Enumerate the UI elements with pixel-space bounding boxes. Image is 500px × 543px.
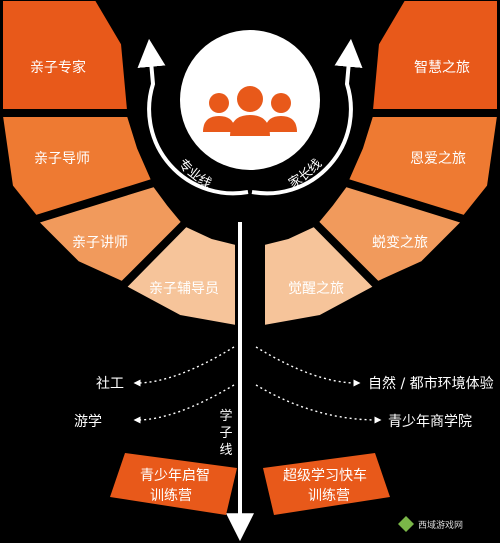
left-segment-2-shape [0, 115, 154, 218]
arc-arrow-right [251, 38, 363, 196]
axis-label: 学子线 [219, 408, 232, 458]
left-segment-4-label: 亲子辅导员 [149, 281, 219, 297]
left-segment-2-label: 亲子导师 [34, 151, 90, 167]
branch-label-right-1: 自然 / 都市环境体验 [368, 375, 494, 392]
left-segment-1-shape [1, 0, 130, 111]
branch-label-right-2: 青少年商学院 [388, 414, 472, 430]
people-icon [203, 86, 297, 136]
branch-label-left-1: 社工 [96, 376, 124, 392]
watermark-text: 西域游戏网 [418, 519, 463, 531]
branch-line-right-2 [255, 384, 382, 424]
pill-left-line2: 训练营 [150, 488, 192, 504]
branch-line-left-2 [133, 384, 235, 424]
right-segment-3-label: 蜕变之旅 [372, 235, 428, 251]
pill-left-line1: 青少年启智 [140, 468, 210, 484]
pill-right [263, 453, 390, 515]
right-segment-2-label: 恩爱之旅 [410, 151, 466, 167]
arc-arrow-left [137, 38, 249, 196]
left-segment-1-label: 亲子专家 [30, 59, 86, 76]
right-segment-2-shape [346, 115, 500, 218]
branch-label-left-2: 游学 [74, 414, 102, 430]
branch-line-left-1 [133, 346, 235, 387]
right-segment-1-shape [370, 0, 499, 111]
right-segment-3-shape [316, 184, 464, 284]
watermark: 西域游戏网 [398, 516, 463, 532]
pill-right-line1: 超级学习快车 [283, 467, 367, 484]
right-segment-4-shape [263, 224, 376, 328]
branch-line-right-1 [255, 346, 361, 387]
pill-left [110, 453, 237, 515]
right-segment-1-label: 智慧之旅 [414, 60, 470, 76]
left-segment-3-shape [36, 184, 184, 284]
pill-right-line2: 训练营 [308, 488, 350, 504]
left-segment-4-shape [124, 224, 237, 328]
left-segment-3-label: 亲子讲师 [72, 235, 128, 251]
right-segment-4-label: 觉醒之旅 [288, 281, 344, 297]
